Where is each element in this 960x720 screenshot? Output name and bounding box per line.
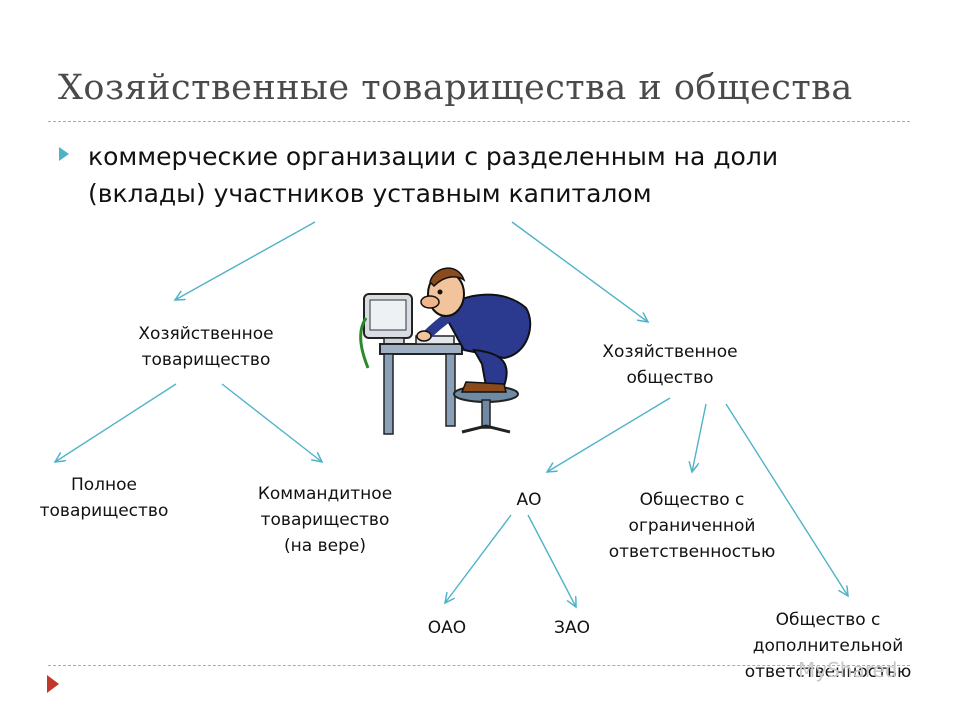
arrow-to-partnership <box>175 221 316 300</box>
node-society: Хозяйственное общество <box>602 339 737 391</box>
node-zao-label: ЗАО <box>554 618 590 638</box>
bullet-text: коммерческие организации с разделенным н… <box>88 142 779 208</box>
node-oao-label: ОАО <box>427 618 467 638</box>
node-full-label: Полное товарищество <box>39 475 169 521</box>
node-ooo-label: Общество с ограниченной ответственностью <box>608 490 776 562</box>
node-partnership: Хозяйственное товарищество <box>138 321 273 373</box>
footer-divider <box>48 665 910 666</box>
person-at-computer-icon <box>359 267 532 435</box>
node-ooo: Общество с ограниченной ответственностью <box>609 487 776 565</box>
node-oao: ОАО <box>428 615 466 641</box>
bullet-triangle-icon <box>59 147 69 161</box>
arrow-to-ao <box>547 397 671 472</box>
arrow-to-society <box>511 221 648 322</box>
arrow-to-zao <box>527 514 576 607</box>
title-divider <box>48 121 910 122</box>
corner-triangle-icon <box>47 675 59 693</box>
arrow-to-odo <box>725 403 848 596</box>
node-limited-partnership: Коммандитное товарищество (на вере) <box>258 481 392 559</box>
node-odo-label: Общество с дополнительной ответственност… <box>744 610 912 682</box>
node-ao: АО <box>516 487 541 513</box>
arrow-to-ooo <box>692 403 707 472</box>
arrow-to-full <box>55 383 177 462</box>
node-odo: Общество с дополнительной ответственност… <box>745 607 912 685</box>
node-zao: ЗАО <box>554 615 590 641</box>
node-partnership-label: Хозяйственное товарищество <box>138 324 274 370</box>
arrow-to-limited <box>221 383 322 462</box>
arrow-to-oao <box>445 514 512 603</box>
node-full-partnership: Полное товарищество <box>40 472 169 524</box>
node-limited-label: Коммандитное товарищество (на вере) <box>257 484 393 556</box>
node-ao-label: АО <box>516 490 542 510</box>
node-society-label: Хозяйственное общество <box>602 342 738 388</box>
slide-title: Хозяйственные товарищества и общества <box>58 68 853 108</box>
watermark-text: MyShared <box>798 658 898 682</box>
